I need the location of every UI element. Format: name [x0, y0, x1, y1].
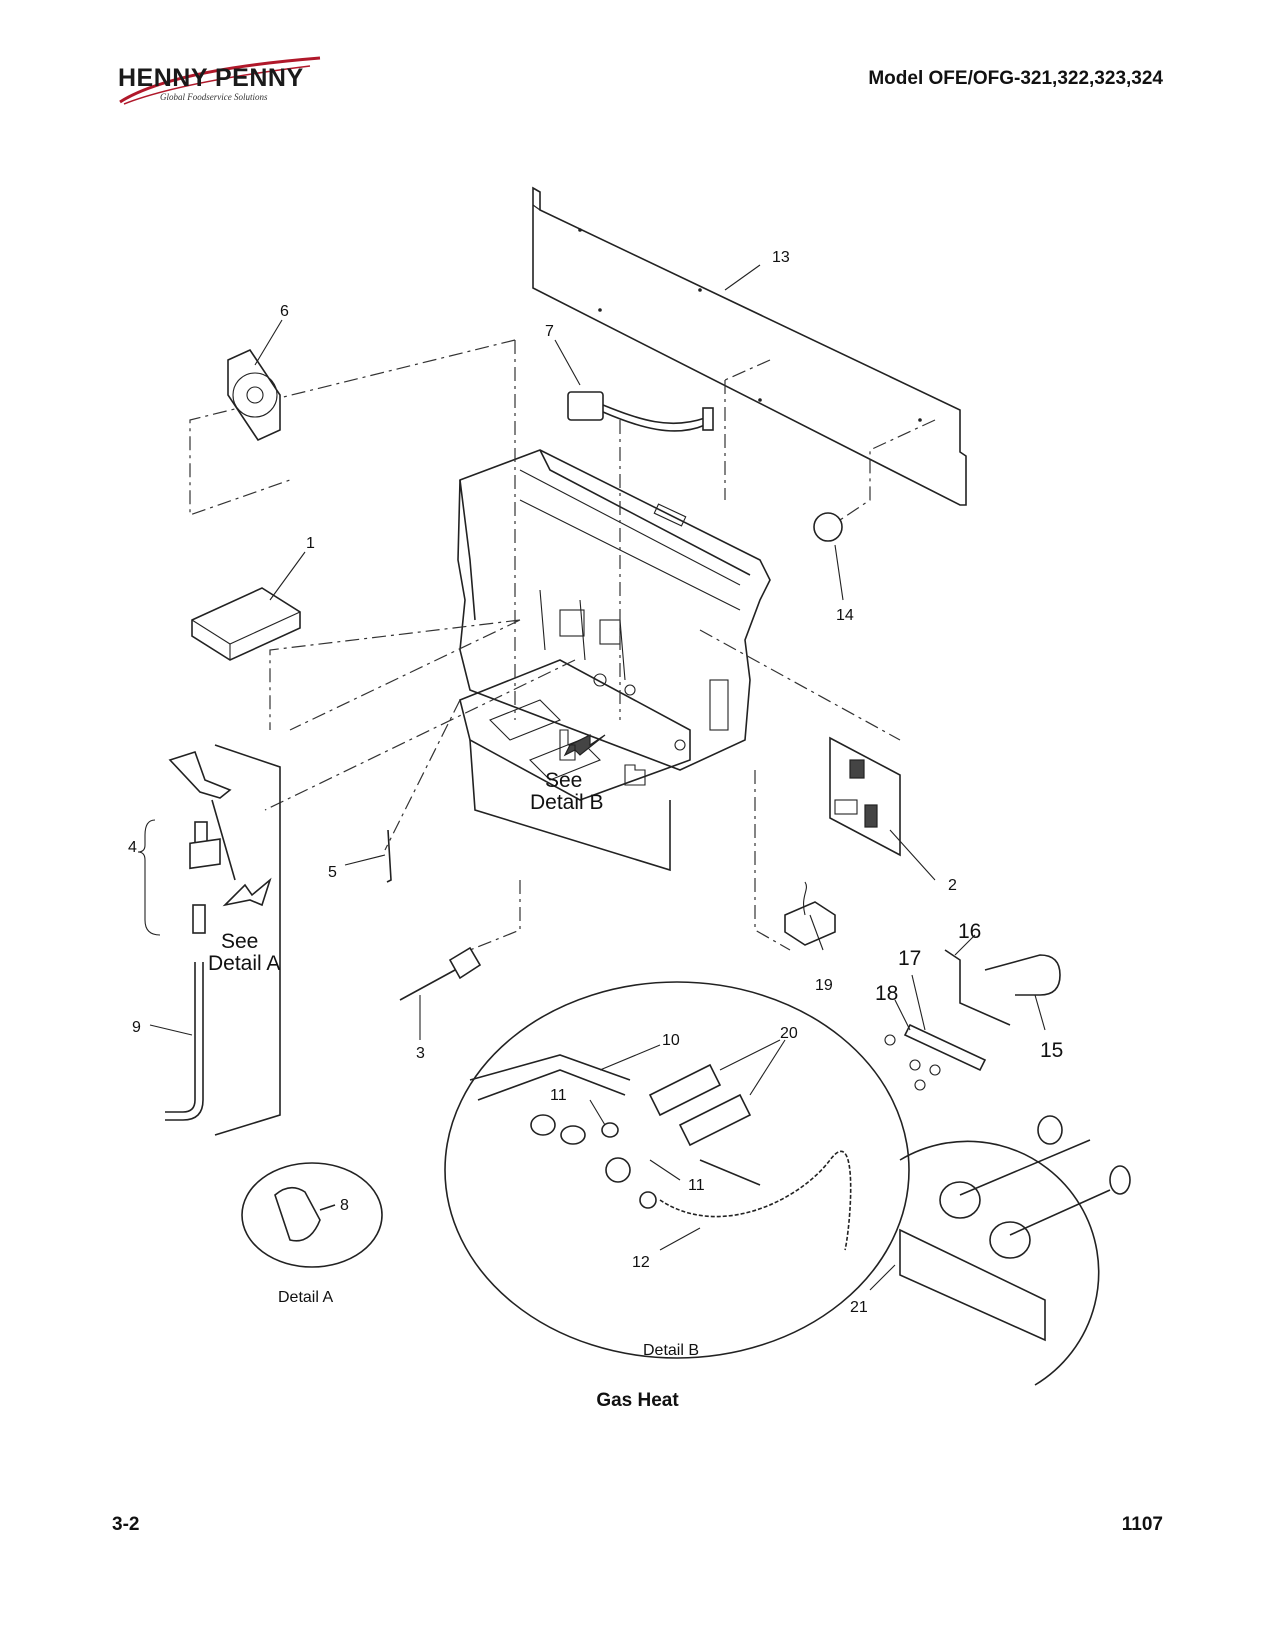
logo-tagline: Global Foodservice Solutions [160, 92, 268, 102]
callout-16: 16 [958, 920, 981, 943]
pilot-tube-part-9 [165, 962, 204, 1121]
relay-part-19 [784, 881, 836, 946]
callout-14: 14 [836, 607, 854, 624]
see-detail-b-line1: See [545, 769, 582, 792]
callout-20: 20 [780, 1025, 798, 1042]
callout-21: 21 [850, 1299, 868, 1316]
callout-numbers: 13 6 7 1 14 2 4 5 3 9 19 16 17 18 15 10 … [128, 249, 1063, 1316]
ignition-module-part-1 [191, 587, 301, 661]
revision-code: 1107 [1121, 1514, 1163, 1535]
control-board-part-2 [829, 736, 901, 857]
sensor-part-5 [386, 829, 392, 883]
callout-17: 17 [898, 947, 921, 970]
pilot-part-3 [399, 946, 482, 1001]
see-detail-b-line2: Detail B [530, 791, 604, 814]
callout-19: 19 [815, 977, 833, 994]
transformer-part-7 [567, 391, 714, 432]
brackets-parts-15-18 [884, 949, 1061, 1091]
detail-notes: See Detail A See Detail B Detail A Detai… [208, 769, 699, 1359]
detail-b-label: Detail B [643, 1342, 699, 1359]
henny-penny-logo: HENNY PENNY Global Foodservice Solutions [110, 52, 330, 112]
callout-9: 9 [132, 1019, 141, 1036]
see-detail-a-line2: Detail A [208, 952, 280, 975]
callout-10: 10 [662, 1032, 680, 1049]
figure-caption: Gas Heat [596, 1390, 679, 1411]
pilot-assembly-part-4 [168, 744, 281, 1136]
callout-13: 13 [772, 249, 790, 266]
logo-text: HENNY PENNY [118, 64, 304, 92]
see-detail-a-line1: See [221, 930, 258, 953]
callout-2: 2 [948, 877, 957, 894]
callout-3: 3 [416, 1045, 425, 1062]
detail-a-label: Detail A [278, 1289, 333, 1306]
fan-part-6 [227, 348, 281, 442]
detail-part-21-circle [899, 1115, 1131, 1386]
fryer-cabinet-body [457, 449, 771, 872]
model-title: Model OFE/OFG-321,322,323,324 [868, 68, 1163, 89]
callout-leaders [149, 264, 1046, 1291]
callout-1: 1 [306, 535, 315, 552]
bracket-4 [137, 819, 161, 936]
callout-7: 7 [545, 323, 554, 340]
callout-11a: 11 [550, 1087, 567, 1104]
callout-12: 12 [632, 1254, 650, 1271]
detail-a-circle [241, 1162, 383, 1268]
page-number: 3-2 [112, 1514, 140, 1535]
back-panel-part-13 [532, 186, 967, 506]
callout-11b: 11 [688, 1177, 705, 1194]
exploded-view-lines [189, 339, 936, 951]
exploded-parts-diagram: 13 6 7 1 14 2 4 5 3 9 19 16 17 18 15 10 … [128, 186, 1131, 1386]
callout-4: 4 [128, 839, 137, 856]
logo-swoosh-icon [119, 56, 321, 105]
detail-b-ellipse [444, 981, 910, 1359]
callout-5: 5 [328, 864, 337, 881]
callout-18: 18 [875, 982, 898, 1005]
callout-8: 8 [340, 1197, 349, 1214]
callout-15: 15 [1040, 1039, 1063, 1062]
callout-6: 6 [280, 303, 289, 320]
hole-plug-part-14 [813, 512, 843, 542]
